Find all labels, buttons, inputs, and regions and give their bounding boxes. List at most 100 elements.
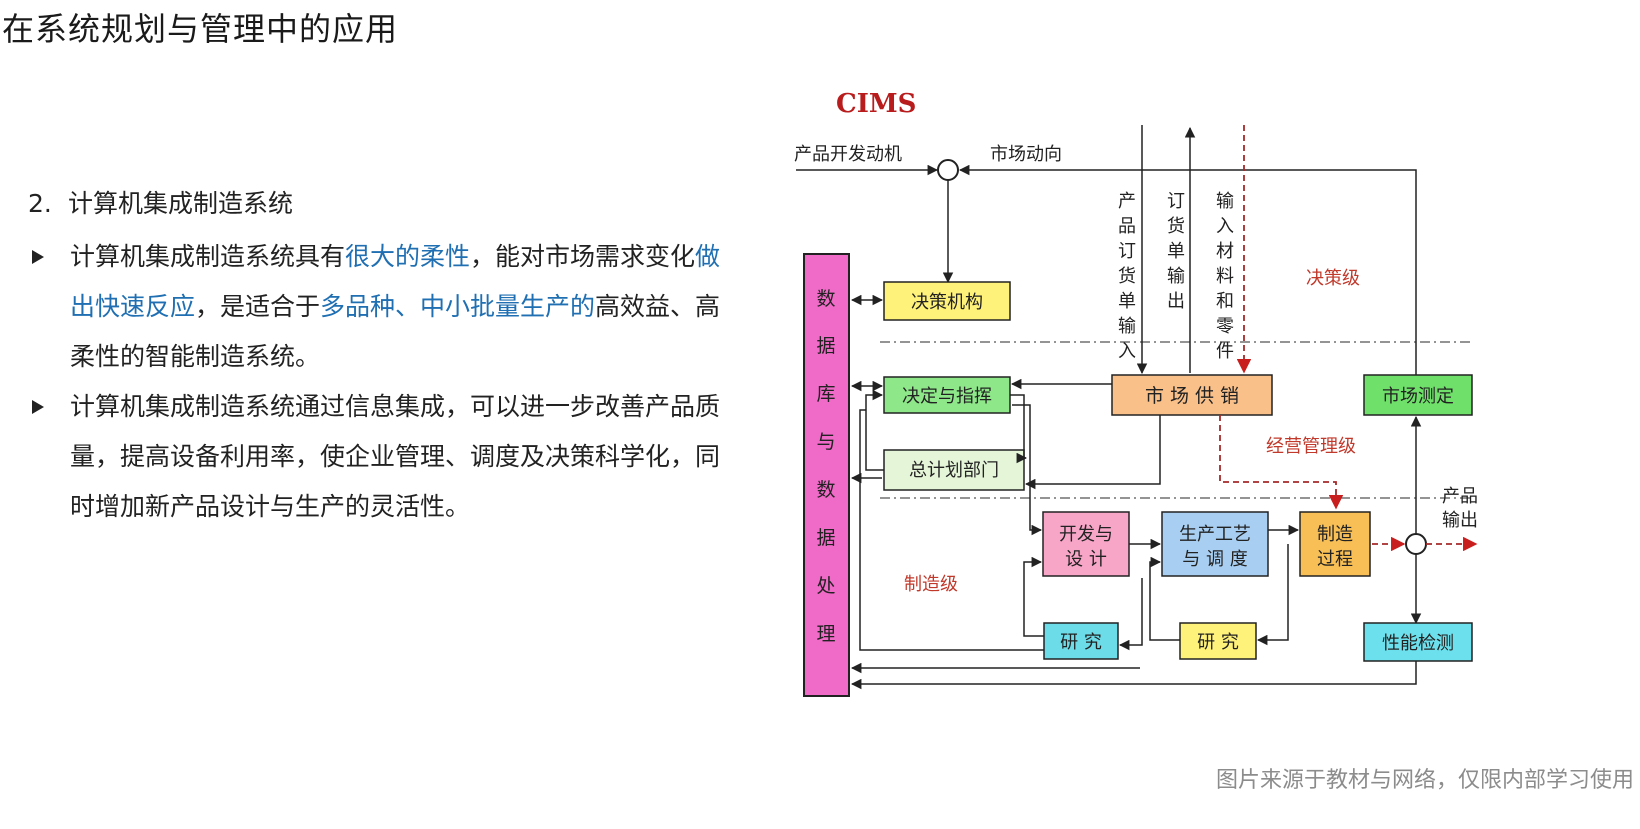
box-dev-design-label-2: 设 计 — [1065, 549, 1107, 570]
label-char: 产 — [1118, 191, 1136, 212]
db-char: 处 — [816, 575, 835, 597]
section-number: 2. — [28, 189, 52, 218]
diagram-title: CIMS — [836, 89, 916, 119]
bullet-text: 计算机集成制造系统通过信息集成，可以进一步改善产品质量，提高设备利用率，使企业管… — [70, 392, 720, 521]
label-char: 输 — [1118, 316, 1136, 337]
db-char: 与 — [816, 431, 835, 453]
box-master-plan-label: 总计划部门 — [909, 460, 999, 481]
connector — [1012, 404, 1043, 536]
label-product-dev-motive: 产品开发动机 — [794, 144, 902, 165]
dashed-connector — [1219, 415, 1344, 510]
label-manufacturing-level: 制造级 — [904, 574, 958, 595]
highlight-text: 很大的柔性 — [345, 242, 471, 271]
label-char: 件 — [1216, 341, 1234, 362]
body-text: ，是适合于 — [195, 292, 321, 321]
connector — [865, 389, 884, 471]
connector — [1149, 556, 1180, 641]
box-process-schedule — [1161, 511, 1269, 577]
body-text: 高效益、高柔性的智能制造系统。 — [70, 292, 721, 371]
body-text: 计算机集成制造系统具有 — [70, 242, 346, 271]
summing-node — [937, 159, 959, 181]
bullet-item: 计算机集成制造系统通过信息集成，可以进一步改善产品质量，提高设备利用率，使企业管… — [30, 382, 740, 532]
connector — [1023, 556, 1044, 637]
connector — [859, 409, 1044, 651]
box-master-plan — [883, 449, 1025, 491]
box-market-test-label: 市场测定 — [1382, 386, 1454, 407]
box-decide-command-label: 决定与指挥 — [902, 386, 992, 407]
label-char: 单 — [1167, 241, 1185, 262]
bullet-text: 计算机集成制造系统具有很大的柔性，能对市场需求变化做出快速反应，是适合于多品种、… — [70, 242, 720, 371]
database-box — [803, 253, 850, 697]
db-char: 据 — [816, 335, 835, 357]
label-char: 零 — [1216, 316, 1234, 337]
box-process-schedule-label-1: 生产工艺 — [1179, 524, 1251, 545]
db-char: 库 — [816, 383, 835, 405]
label-business-level: 经营管理级 — [1266, 436, 1356, 457]
body-text: 计算机集成制造系统通过信息集成，可以进一步改善产品质量，提高设备利用率，使企业管… — [70, 392, 721, 521]
bullet-list: 计算机集成制造系统具有很大的柔性，能对市场需求变化做出快速反应，是适合于多品种、… — [30, 232, 740, 532]
connector — [850, 661, 1417, 690]
connector — [1024, 415, 1161, 490]
database-label: 数 据 库 与 数 据 处 理 — [816, 288, 835, 645]
box-research-b — [1179, 622, 1257, 660]
highlight-text: 多品种、中小批量生产的 — [320, 292, 596, 321]
box-market-supply — [1111, 374, 1273, 416]
connector — [958, 164, 1417, 395]
box-decide-command — [883, 376, 1011, 414]
box-research-a — [1043, 622, 1119, 660]
box-dev-design — [1042, 511, 1130, 577]
box-mfg-process-label-2: 过程 — [1317, 549, 1353, 570]
label-char: 材 — [1216, 241, 1234, 262]
box-market-supply-label: 市 场 供 销 — [1145, 385, 1239, 407]
label-char: 订 — [1118, 241, 1136, 262]
connector — [1256, 544, 1289, 646]
db-char: 理 — [816, 623, 835, 645]
image-caption: 图片来源于教材与网络，仅限内部学习使用 — [1215, 768, 1634, 793]
box-perf-test-label: 性能检测 — [1382, 633, 1454, 654]
label-char: 出 — [1167, 291, 1185, 312]
bullet-item: 计算机集成制造系统具有很大的柔性，能对市场需求变化做出快速反应，是适合于多品种、… — [30, 232, 740, 382]
body-text: ，能对市场需求变化 — [470, 242, 696, 271]
box-research-a-label: 研 究 — [1060, 632, 1102, 653]
label-char: 品 — [1118, 216, 1136, 237]
box-research-b-label: 研 究 — [1197, 632, 1239, 653]
db-char: 据 — [816, 527, 835, 549]
label-material-input: 输 入 材 料 和 零 件 — [1216, 191, 1234, 362]
label-char: 料 — [1216, 266, 1234, 287]
label-product-output-1: 产品 — [1442, 486, 1478, 507]
box-perf-test — [1363, 622, 1473, 662]
cims-diagram: CIMS 产品开发动机 市场动向 产 品 订 货 单 输 入 订 货 单 输 出… — [794, 89, 1478, 697]
label-char: 入 — [1118, 341, 1136, 362]
label-char: 订 — [1167, 191, 1185, 212]
bullet-triangle-icon — [32, 400, 44, 414]
highlight-text: 做出快速反应 — [70, 242, 721, 321]
label-char: 货 — [1167, 216, 1185, 237]
box-mfg-process — [1299, 511, 1371, 577]
box-process-schedule-label-2: 与 调 度 — [1182, 549, 1247, 570]
bullet-triangle-icon — [32, 250, 44, 264]
output-node — [1405, 533, 1427, 555]
box-decision-org-label: 决策机构 — [911, 292, 983, 313]
label-order-output: 订 货 单 输 出 — [1167, 191, 1185, 312]
section-title: 计算机集成制造系统 — [68, 189, 294, 218]
slide-title: 在系统规划与管理中的应用 — [2, 10, 399, 48]
label-market-trend: 市场动向 — [990, 144, 1062, 165]
label-char: 和 — [1216, 291, 1234, 312]
label-product-output-2: 输出 — [1442, 510, 1478, 531]
connector — [1118, 578, 1143, 651]
label-char: 货 — [1118, 266, 1136, 287]
box-dev-design-label-1: 开发与 — [1059, 524, 1113, 545]
box-market-test — [1363, 374, 1473, 416]
box-mfg-process-label-1: 制造 — [1317, 524, 1353, 545]
label-char: 单 — [1118, 291, 1136, 312]
db-char: 数 — [816, 479, 835, 501]
box-decision-org — [883, 281, 1011, 321]
label-char: 输 — [1167, 266, 1185, 287]
label-decision-level: 决策级 — [1306, 268, 1360, 289]
label-char: 输 — [1216, 191, 1234, 212]
db-char: 数 — [816, 288, 835, 310]
label-product-order-input: 产 品 订 货 单 输 入 — [1118, 191, 1136, 362]
label-char: 入 — [1216, 216, 1234, 237]
section-heading: 2. 计算机集成制造系统 — [28, 184, 293, 220]
connector — [1010, 394, 1028, 464]
